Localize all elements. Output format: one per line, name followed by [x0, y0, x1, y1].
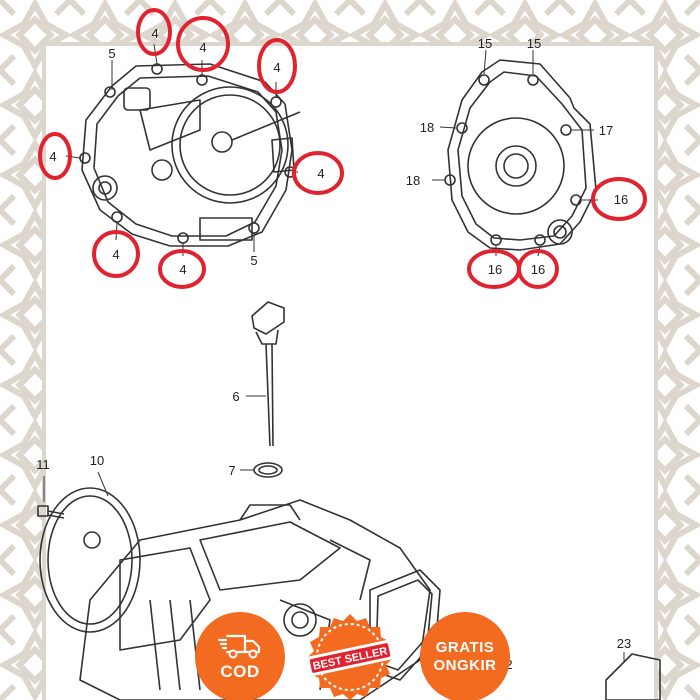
label-16: 16	[488, 262, 502, 277]
crankcase	[79, 499, 431, 700]
label-15: 15	[478, 36, 492, 51]
label-10: 10	[90, 453, 104, 468]
label-16: 16	[614, 192, 628, 207]
label-15: 15	[527, 36, 541, 51]
generator-cover	[444, 59, 597, 251]
label-17: 17	[599, 123, 613, 138]
label-4: 4	[273, 60, 280, 75]
clutch-cover	[79, 63, 301, 247]
label-4: 4	[317, 166, 324, 181]
label-4: 4	[151, 26, 158, 41]
label-18: 18	[420, 120, 434, 135]
label-4: 4	[49, 149, 56, 164]
bolt	[37, 505, 65, 519]
part-23	[605, 653, 661, 700]
label-16: 16	[531, 262, 545, 277]
label-23: 23	[617, 636, 631, 651]
gasket	[39, 487, 141, 633]
delivery-truck-icon	[217, 634, 261, 659]
label-18: 18	[406, 173, 420, 188]
label-4: 4	[179, 262, 186, 277]
label-11: 11	[36, 457, 50, 472]
best-seller-seal-icon: BEST SELLER	[306, 614, 394, 700]
oil-dipstick	[251, 301, 285, 478]
ongkir-label: ONGKIR	[433, 657, 497, 674]
best-seller-badge: BEST SELLER	[305, 612, 395, 700]
label-4: 4	[112, 247, 119, 262]
free-shipping-badge: GRATIS ONGKIR	[420, 612, 510, 700]
part-number-labels: 5 4 4 4 4 4 4 4 5 15 15 18 18 17 16 16 1…	[36, 26, 631, 672]
label-5-bottom: 5	[250, 253, 257, 268]
label-5-top: 5	[108, 46, 115, 61]
label-4: 4	[199, 40, 206, 55]
callout-highlights	[38, 8, 647, 289]
gratis-label: GRATIS	[435, 639, 495, 656]
label-6: 6	[232, 389, 239, 404]
cod-badge: COD	[195, 612, 285, 700]
label-7: 7	[228, 463, 235, 478]
cod-label: COD	[220, 662, 260, 681]
